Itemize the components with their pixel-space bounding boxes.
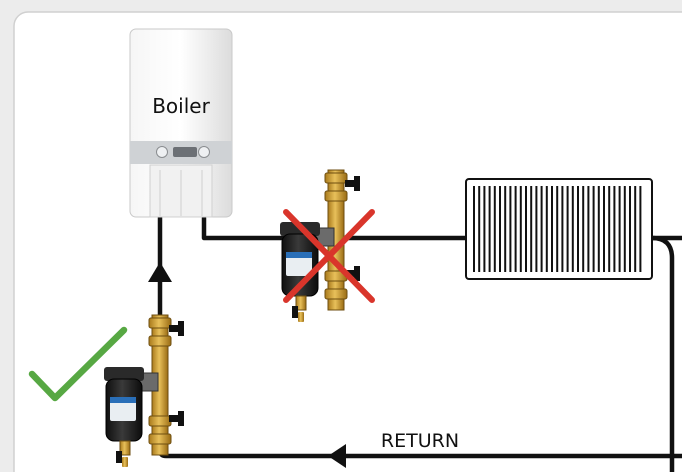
cross-mark-icon (283, 209, 375, 303)
filter-label-stripe (110, 397, 136, 403)
boiler-display (173, 147, 197, 157)
valve-handle-icon (345, 270, 359, 277)
radiator-panel (465, 178, 653, 280)
magnetic-filter-return (104, 314, 184, 467)
valve-handle-icon (345, 180, 359, 187)
valve-handle-icon (354, 176, 360, 191)
brass-fitting (148, 415, 172, 427)
valve-handle-icon (169, 325, 183, 332)
valve-handle-icon (178, 411, 184, 426)
filter-label-stripe (286, 252, 312, 258)
radiator-fins (473, 186, 642, 272)
drain-valve (295, 295, 307, 311)
drain-handle-icon (116, 451, 122, 463)
brass-fitting (324, 172, 348, 184)
brass-fitting (148, 317, 172, 329)
brass-fitting (148, 335, 172, 347)
boiler-knob-left (156, 146, 168, 158)
drain-valve (119, 440, 131, 456)
radiator (465, 178, 653, 280)
brass-fitting (324, 288, 348, 300)
valve-handle-icon (354, 266, 360, 281)
drain-tip (122, 457, 128, 467)
return-label: RETURN (381, 430, 459, 452)
valve-handle-icon (169, 415, 183, 422)
drain-tip (298, 312, 304, 322)
flow-pipe (201, 215, 469, 241)
boiler-label: Boiler (152, 94, 210, 118)
flow-arrow-up (148, 262, 172, 282)
brass-fitting (148, 433, 172, 445)
return-arrow-left (328, 444, 346, 468)
boiler-knob-right (198, 146, 210, 158)
valve-handle-icon (178, 321, 184, 336)
drain-handle-icon (292, 306, 298, 318)
brass-fitting (324, 190, 348, 202)
filter-head (104, 367, 144, 381)
boiler: Boiler (129, 28, 233, 218)
check-mark-icon (28, 326, 128, 402)
radiator-right-pipe (651, 235, 675, 472)
